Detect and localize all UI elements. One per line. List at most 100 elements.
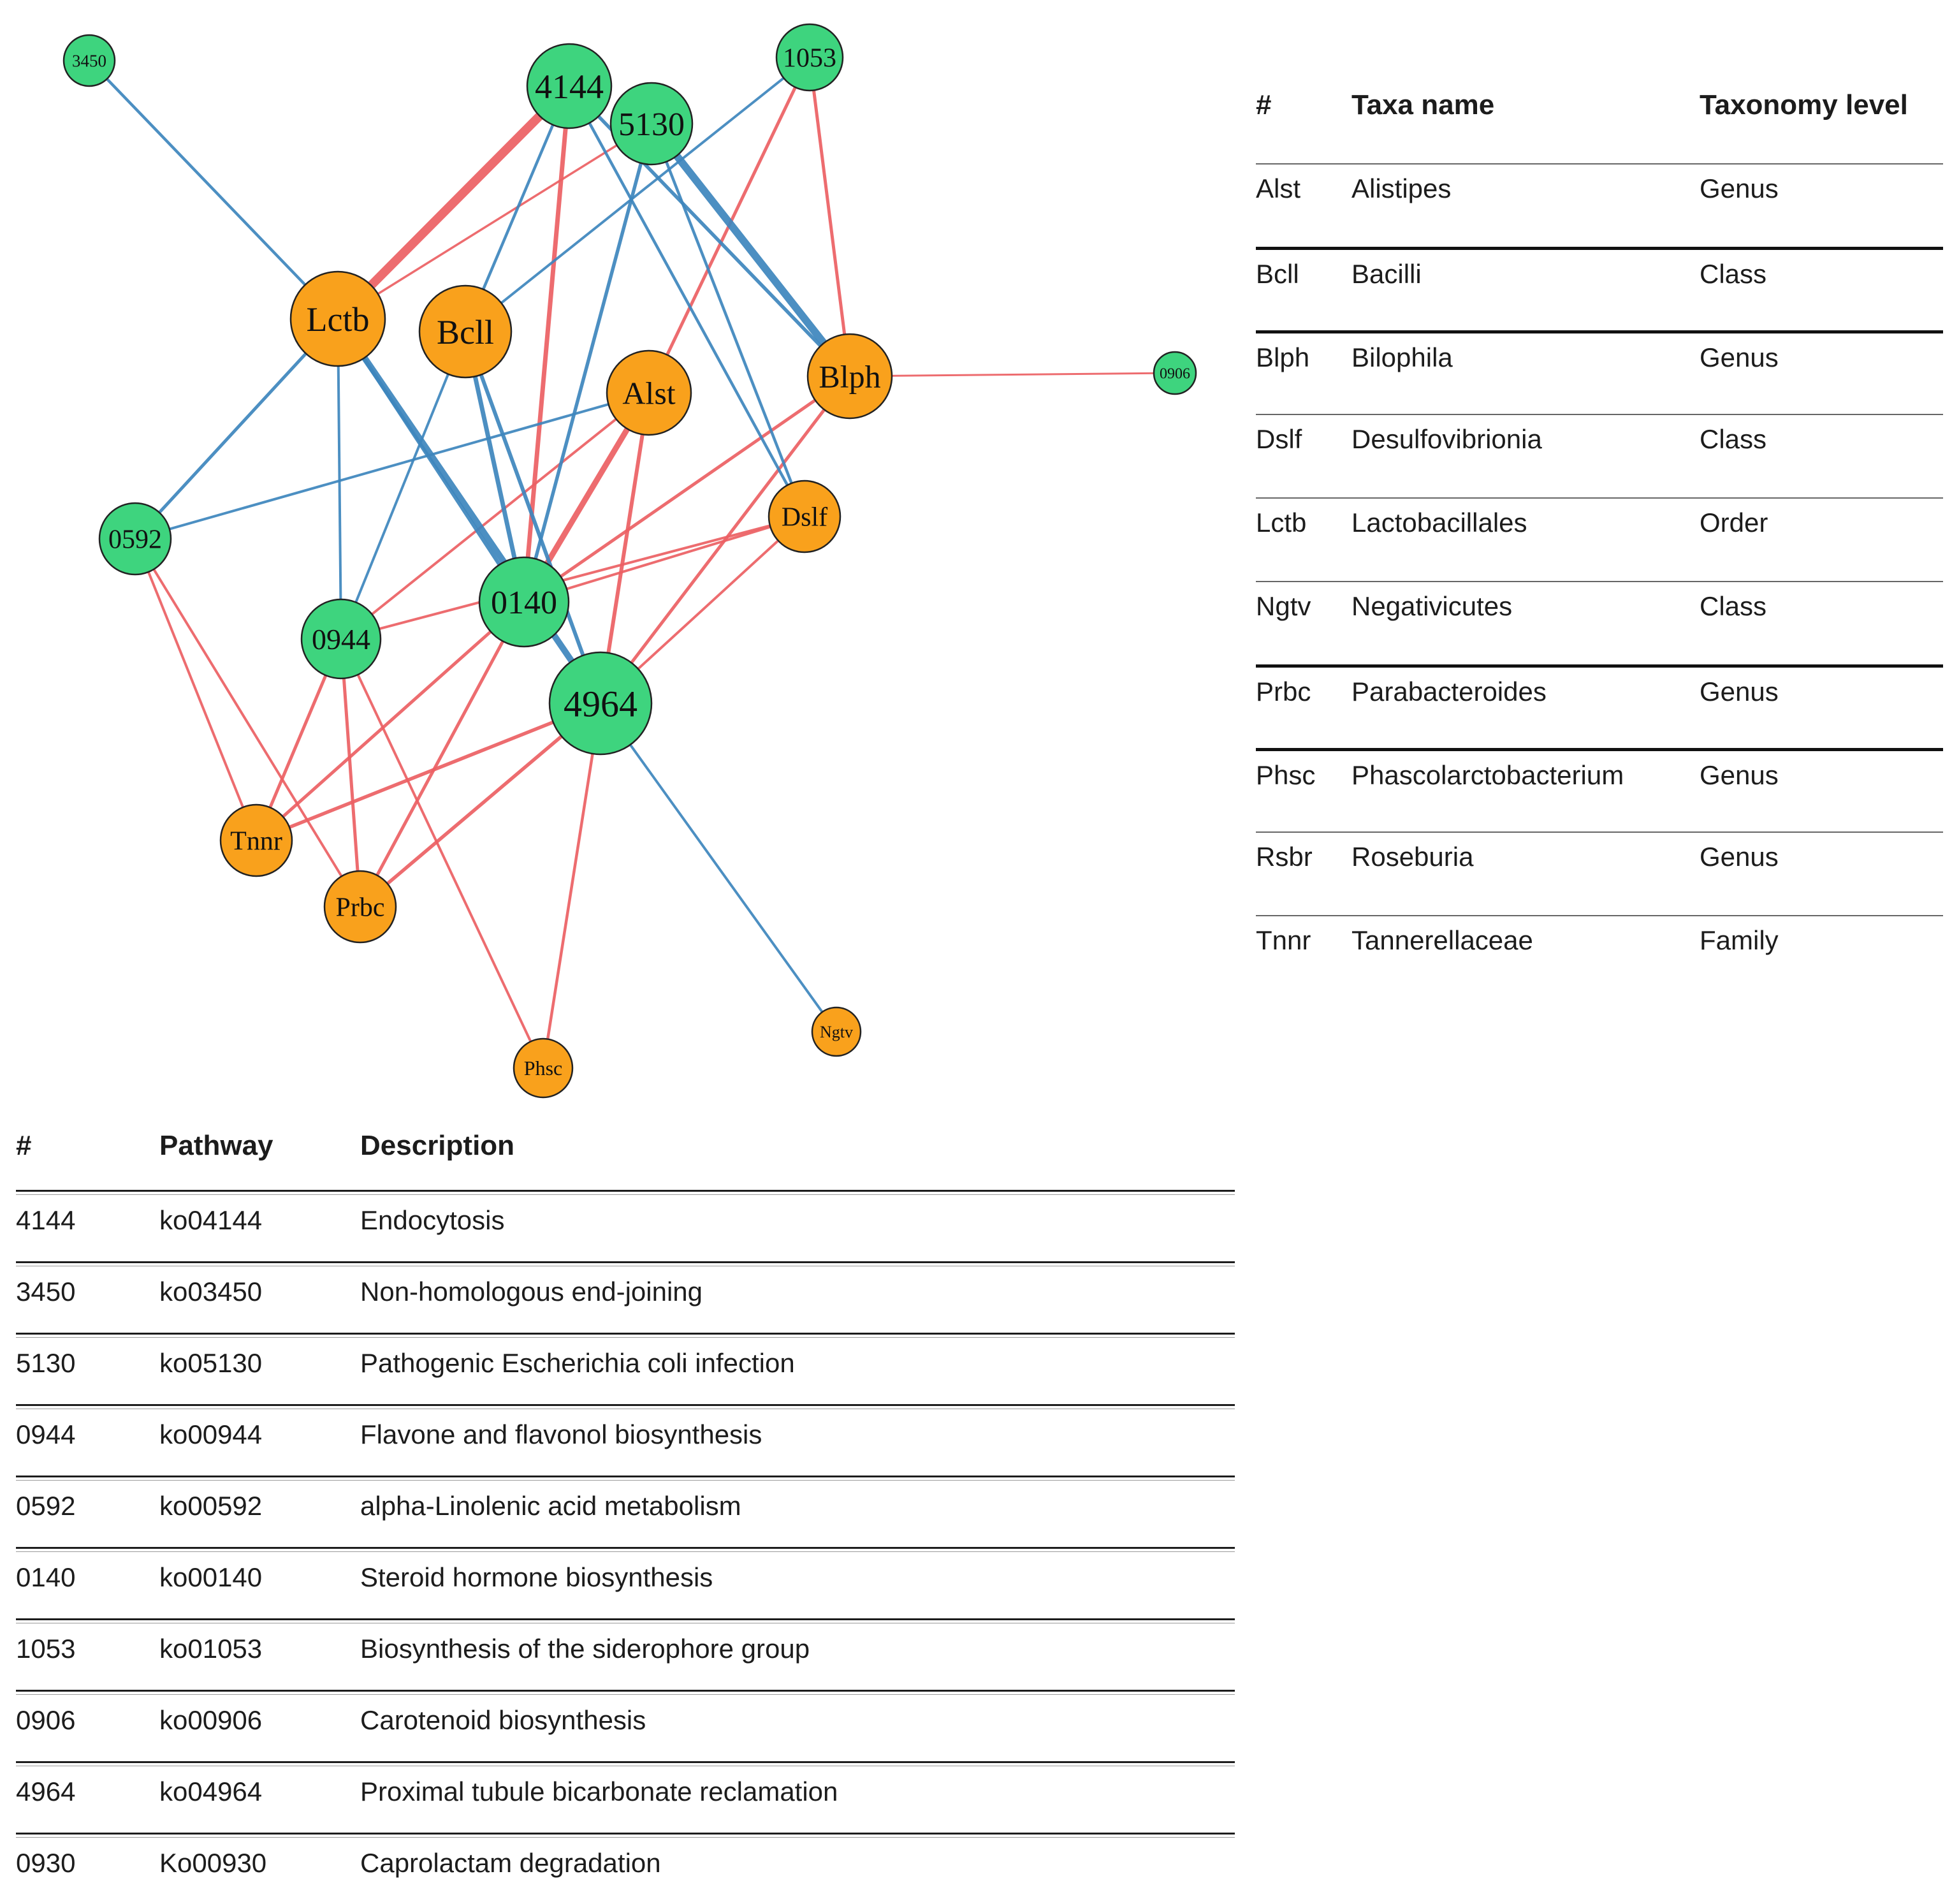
pathway-cell-id: ko05130 bbox=[159, 1348, 263, 1378]
node-0140-label: 0140 bbox=[491, 585, 557, 621]
edge-4964-Tnnr bbox=[255, 701, 602, 842]
table-divider bbox=[16, 1476, 1235, 1481]
node-Blph-label: Blph bbox=[819, 359, 880, 395]
taxa-cell-level: Genus bbox=[1700, 677, 1779, 707]
taxa-cell-name: Roseburia bbox=[1351, 842, 1474, 872]
node-Ngtv-label: Ngtv bbox=[820, 1023, 853, 1041]
node-0906-circle bbox=[1153, 351, 1197, 395]
edge-5130-Blph bbox=[648, 121, 853, 379]
taxa-cell-level: Genus bbox=[1700, 173, 1779, 203]
edge-0140-Prbc bbox=[358, 601, 526, 908]
pathway-cell-num: 0140 bbox=[16, 1562, 76, 1592]
taxa-cell-level: Genus bbox=[1700, 760, 1779, 790]
node-Phsc-circle bbox=[513, 1037, 574, 1099]
pathway-cell-id: ko01053 bbox=[159, 1634, 263, 1664]
taxa-cell-abbr: Alst bbox=[1256, 173, 1301, 203]
node-Lctb-label: Lctb bbox=[307, 300, 370, 339]
edge-Blph-0906 bbox=[849, 372, 1176, 377]
node-1053-label: 1053 bbox=[783, 44, 836, 73]
taxa-cell-name: Lactobacillales bbox=[1351, 508, 1527, 538]
node-3450-circle bbox=[62, 34, 116, 87]
pathway-cell-num: 0906 bbox=[16, 1705, 76, 1735]
taxa-cell-name: Desulfovibrionia bbox=[1351, 424, 1542, 454]
node-0140-circle bbox=[478, 556, 570, 648]
edge-Bcll-0944 bbox=[340, 331, 467, 640]
edge-0944-Phsc bbox=[340, 638, 544, 1069]
edge-0592-Alst bbox=[135, 392, 650, 540]
edge-5130-Dslf bbox=[650, 123, 806, 517]
node-0592-label: 0592 bbox=[108, 525, 162, 555]
edge-3450-Lctb bbox=[88, 59, 339, 320]
table-divider bbox=[16, 1761, 1235, 1766]
edge-4964-Phsc bbox=[541, 703, 602, 1069]
taxa-cell-abbr: Bcll bbox=[1256, 259, 1299, 289]
taxa-cell-name: Negativicutes bbox=[1351, 591, 1513, 621]
pathway-cell-num: 1053 bbox=[16, 1634, 76, 1664]
taxa-header-name: Taxa name bbox=[1351, 89, 1495, 121]
edge-4144-0140 bbox=[521, 85, 572, 603]
pathway-cell-description: Caprolactam degradation bbox=[360, 1848, 661, 1878]
edge-0944-Prbc bbox=[339, 638, 362, 907]
pathway-cell-description: Carotenoid biosynthesis bbox=[360, 1705, 646, 1735]
table-divider bbox=[16, 1618, 1235, 1623]
taxa-cell-name: Tannerellaceae bbox=[1351, 925, 1533, 955]
edge-0592-Prbc bbox=[134, 538, 361, 908]
pathway-cell-description: alpha-Linolenic acid metabolism bbox=[360, 1491, 741, 1521]
node-5130-label: 5130 bbox=[618, 106, 685, 143]
taxa-cell-abbr: Dslf bbox=[1256, 424, 1302, 454]
taxa-cell-name: Parabacteroides bbox=[1351, 677, 1547, 707]
taxa-cell-level: Class bbox=[1700, 259, 1767, 289]
pathway-cell-id: ko00944 bbox=[159, 1419, 263, 1449]
pathway-cell-description: Endocytosis bbox=[360, 1205, 505, 1235]
node-Prbc-circle bbox=[323, 870, 397, 944]
node-Dslf-circle bbox=[768, 480, 841, 553]
node-Ngtv-circle bbox=[811, 1006, 862, 1057]
taxa-cell-abbr: Tnnr bbox=[1256, 925, 1311, 955]
pathway-cell-id: ko00140 bbox=[159, 1562, 263, 1592]
taxa-cell-level: Class bbox=[1700, 591, 1767, 621]
node-4144-label: 4144 bbox=[535, 68, 604, 106]
table-divider bbox=[16, 1261, 1235, 1266]
pathway-cell-id: ko04144 bbox=[159, 1205, 263, 1235]
taxa-cell-level: Class bbox=[1700, 424, 1767, 454]
node-Alst-circle bbox=[606, 349, 692, 436]
edge-4964-Prbc bbox=[359, 701, 602, 909]
taxa-cell-level: Genus bbox=[1700, 342, 1779, 372]
table-divider bbox=[16, 1190, 1235, 1195]
pathway-cell-id: ko03450 bbox=[159, 1277, 263, 1307]
edge-Lctb-4964 bbox=[335, 317, 604, 705]
node-Dslf-label: Dslf bbox=[782, 503, 827, 532]
edge-Alst-4964 bbox=[599, 392, 651, 704]
edge-Dslf-0944 bbox=[340, 515, 805, 640]
taxa-cell-abbr: Blph bbox=[1256, 342, 1310, 372]
table-divider bbox=[16, 1333, 1235, 1338]
taxa-cell-name: Alistipes bbox=[1351, 173, 1452, 203]
taxa-cell-name: Bacilli bbox=[1351, 259, 1422, 289]
node-4964-label: 4964 bbox=[564, 683, 637, 724]
node-Blph-circle bbox=[806, 333, 893, 420]
taxa-header-level: Taxonomy level bbox=[1700, 89, 1908, 121]
edge-4964-Ngtv bbox=[599, 702, 838, 1033]
node-3450-label: 3450 bbox=[72, 51, 106, 70]
edge-0592-Lctb bbox=[134, 318, 339, 540]
edge-Bcll-1053 bbox=[464, 56, 811, 333]
node-0906-label: 0906 bbox=[1160, 365, 1190, 382]
node-Bcll-circle bbox=[418, 284, 513, 379]
taxa-table-row: Bcll Bacilli Class bbox=[1256, 247, 1943, 330]
